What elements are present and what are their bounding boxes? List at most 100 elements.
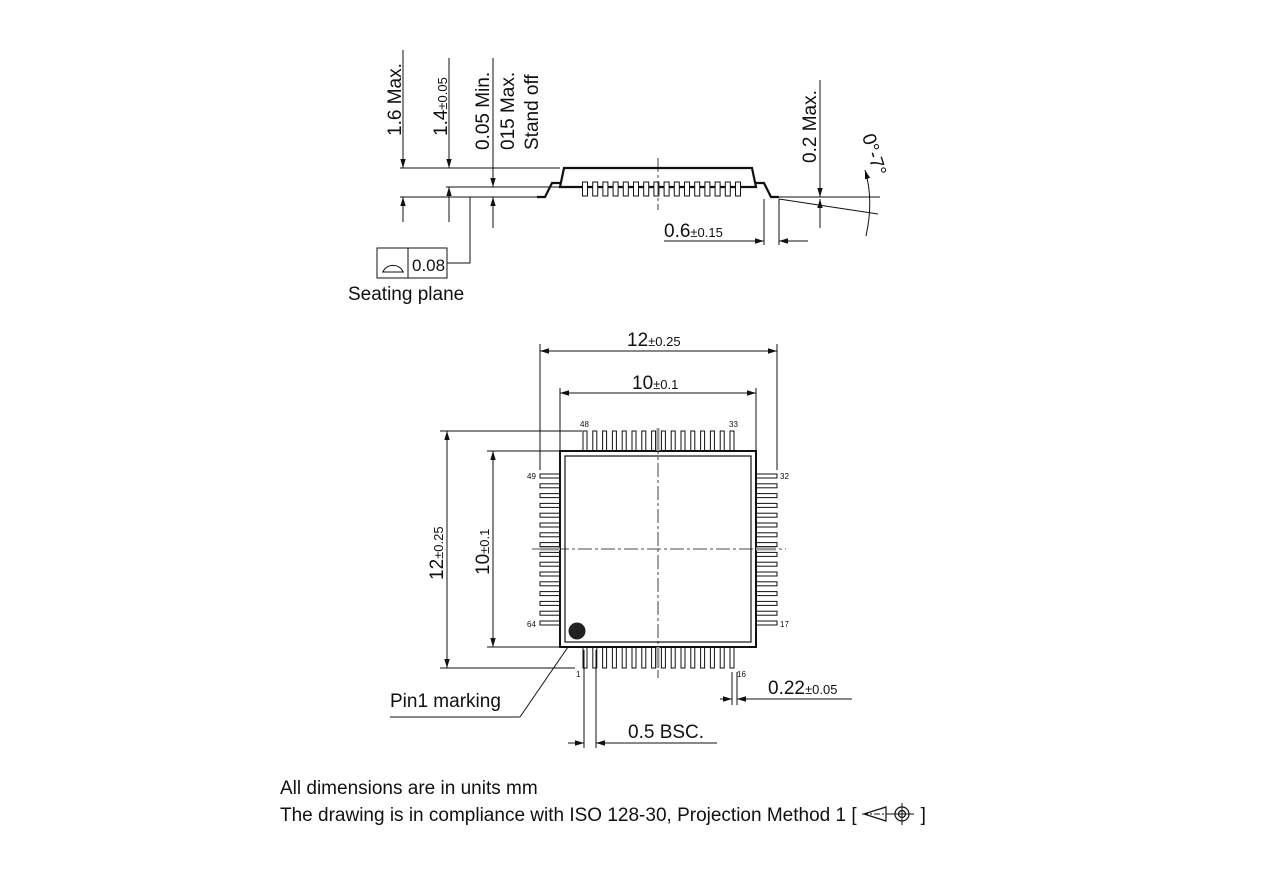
body-height-top-label: 10±0.1 <box>473 529 494 575</box>
foot-length-label: 0.6±0.15 <box>664 221 723 242</box>
body-height-label: 1.4±0.05 <box>431 77 452 136</box>
pin-bottom <box>719 646 725 669</box>
side-lead <box>633 181 639 197</box>
side-lead-comb <box>582 181 741 197</box>
pin-right <box>755 522 778 528</box>
pin-number-64: 64 <box>527 620 536 629</box>
pin-left <box>539 600 561 606</box>
pin-number-33: 33 <box>729 420 738 429</box>
pin-right <box>755 493 778 499</box>
side-lead <box>612 181 619 197</box>
pin-bottom <box>700 646 706 669</box>
pin-bottom <box>651 646 657 669</box>
pin1-dot <box>568 622 586 640</box>
pin-left <box>539 522 561 528</box>
side-lead <box>602 181 609 197</box>
pitch-label: 0.5 BSC. <box>628 722 704 743</box>
pin-top <box>631 430 637 452</box>
standoff-max-label: 015 Max. <box>498 72 519 150</box>
projection-note-text: The drawing is in compliance with ISO 12… <box>280 805 857 826</box>
first-angle-projection-icon <box>861 803 914 825</box>
side-lead <box>714 181 721 197</box>
pin-right <box>755 473 778 479</box>
pin-top <box>641 430 647 452</box>
pin-right <box>755 542 778 548</box>
overall-height-label: 12±0.25 <box>427 526 448 580</box>
lead-angle-label: 0°-7° <box>857 131 890 178</box>
side-lead <box>592 181 599 197</box>
side-lead <box>735 181 741 197</box>
pin-right <box>755 571 778 577</box>
pin-left <box>539 473 561 479</box>
side-lead <box>663 181 670 197</box>
pin-bottom <box>602 646 608 669</box>
pin-left <box>539 561 561 567</box>
pin-top <box>680 430 686 452</box>
pin-left <box>539 483 561 489</box>
overall-width-label: 12±0.25 <box>627 330 681 351</box>
pin-bottom <box>621 646 627 669</box>
side-lead <box>673 181 680 197</box>
pin-left <box>539 502 561 508</box>
side-lead <box>622 181 629 197</box>
pin-top <box>660 430 666 452</box>
pin-top <box>719 430 725 452</box>
coplanarity-frame: 0.08 <box>376 197 471 279</box>
pin-width-label: 0.22±0.05 <box>768 678 837 699</box>
pin-top <box>592 430 598 452</box>
top-view: 48 33 49 64 32 17 1 16 12±0.25 10±0.1 12… <box>390 330 852 748</box>
pin-number-17: 17 <box>780 620 789 629</box>
seating-plane-label: Seating plane <box>348 284 464 305</box>
pin-left <box>539 571 561 577</box>
height-max-label: 1.6 Max. <box>385 63 406 136</box>
pin-left <box>539 591 561 597</box>
lead-left <box>537 181 561 199</box>
pin-top <box>651 430 657 452</box>
pin-bottom <box>641 646 647 669</box>
coplanarity-value: 0.08 <box>412 256 445 275</box>
pin-bottom <box>729 646 735 669</box>
pin-top <box>690 430 696 452</box>
pin-left <box>539 512 561 518</box>
pin-number-48: 48 <box>580 420 589 429</box>
side-lead <box>724 181 731 197</box>
pin-bottom <box>631 646 637 669</box>
pin-right <box>755 561 778 567</box>
pin-right <box>755 610 778 616</box>
side-lead <box>643 181 650 197</box>
side-lead <box>582 181 588 197</box>
pin-number-32: 32 <box>780 472 789 481</box>
pin-bottom <box>690 646 696 669</box>
standoff-label: Stand off <box>522 74 543 150</box>
pin-top <box>582 430 588 452</box>
pin-number-49: 49 <box>527 472 536 481</box>
standoff-min-label: 0.05 Min. <box>473 72 494 150</box>
projection-note-close: ] <box>920 805 926 826</box>
side-lead <box>704 181 711 197</box>
pin-top <box>709 430 715 452</box>
pin-top <box>602 430 608 452</box>
pin-bottom <box>611 646 617 669</box>
side-lead <box>694 181 701 197</box>
units-note: All dimensions are in units mm <box>280 778 538 799</box>
pin-bottom <box>670 646 676 669</box>
side-lead <box>653 181 660 197</box>
pin-top <box>621 430 627 452</box>
side-lead <box>684 181 690 197</box>
pin-right <box>755 483 778 489</box>
pin-right <box>755 591 778 597</box>
lead-right <box>755 181 779 199</box>
pin-right <box>755 620 778 626</box>
pin-right <box>755 512 778 518</box>
pin-left <box>539 551 561 557</box>
pin-left <box>539 581 561 587</box>
pin-left <box>539 542 561 548</box>
pin-left <box>539 532 561 538</box>
pin-top <box>670 430 676 452</box>
body-width-label: 10±0.1 <box>632 373 678 394</box>
pin-right <box>755 502 778 508</box>
pin1-marking-label: Pin1 marking <box>390 691 501 712</box>
pin-top <box>700 430 706 452</box>
pin-bottom <box>660 646 666 669</box>
